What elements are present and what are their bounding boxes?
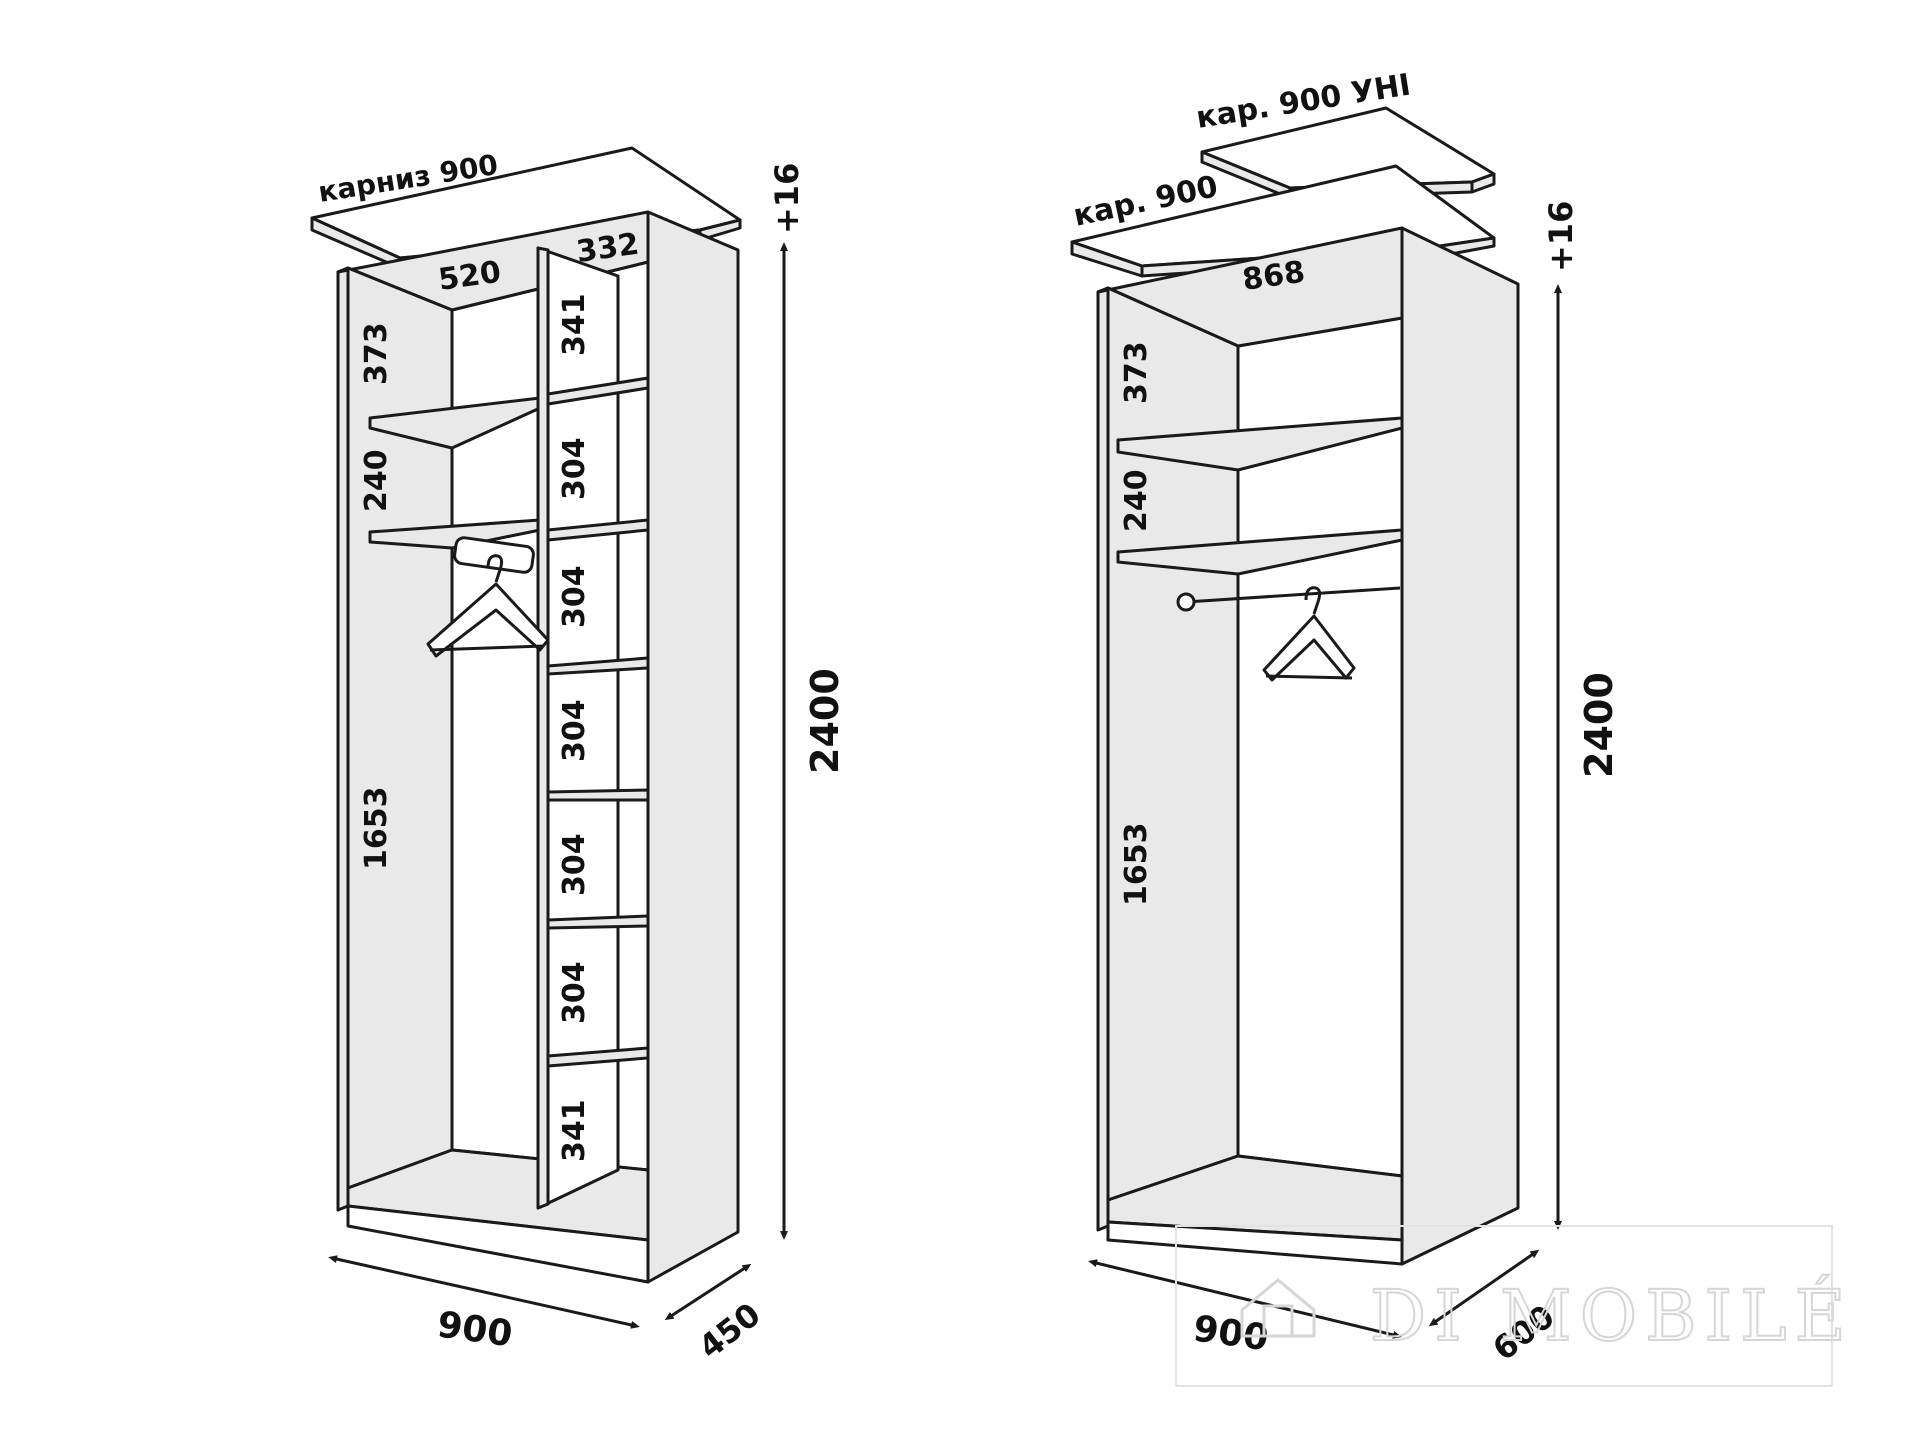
left-rail-hanger (426, 536, 550, 658)
right-col-height-b: 240 (1119, 469, 1154, 532)
right-shelves (1116, 416, 1404, 576)
left-top-left-width: 520 (436, 255, 503, 298)
right-col-height-c: 1653 (1119, 823, 1154, 907)
right-col-height-a: 373 (1119, 341, 1154, 404)
right-col-height-2: 304 (557, 437, 592, 500)
right-inner-width: 868 (1240, 255, 1307, 298)
right-col-height-1: 341 (557, 293, 592, 356)
right-col-height-6: 304 (557, 961, 592, 1024)
right-col-height-3: 304 (557, 565, 592, 628)
right-col-height-5: 304 (557, 833, 592, 896)
watermark: DI MOBILÉ (1175, 1225, 1854, 1387)
left-col-height-1: 373 (359, 322, 394, 385)
left-depth-line (664, 1263, 752, 1321)
left-width: 900 (435, 1304, 515, 1355)
right-width-line (1088, 1259, 1402, 1339)
right-rail-hanger (1176, 586, 1401, 682)
left-total-height: 2400 (803, 668, 847, 774)
watermark-text: DI MOBILÉ (1370, 1275, 1854, 1357)
right-col-height-7: 341 (557, 1099, 592, 1162)
right-carcass (1096, 226, 1520, 1266)
right-width: 900 (1191, 1308, 1271, 1359)
left-top-right-width: 332 (574, 227, 641, 270)
right-depth-line (1428, 1249, 1540, 1327)
right-wardrobe: кар. 900 УНІ кар. 900 868 373 240 1653 2… (1070, 67, 1621, 1368)
right-col-height-4: 304 (557, 699, 592, 762)
left-width-line (328, 1255, 640, 1329)
left-col-height-2: 240 (359, 449, 394, 512)
watermark-logo-icon (1240, 1278, 1316, 1338)
left-depth: 450 (692, 1295, 768, 1366)
left-wardrobe: карниз 900 520 332 373 240 1653 341 304 … (310, 146, 847, 1366)
right-cornice-extra: +16 (1542, 201, 1580, 272)
left-shelves (368, 396, 542, 550)
right-column-shelves (546, 376, 650, 1068)
left-col-height-3: 1653 (359, 787, 394, 871)
left-cornice-extra: +16 (768, 163, 806, 234)
right-total-height: 2400 (1577, 672, 1621, 778)
